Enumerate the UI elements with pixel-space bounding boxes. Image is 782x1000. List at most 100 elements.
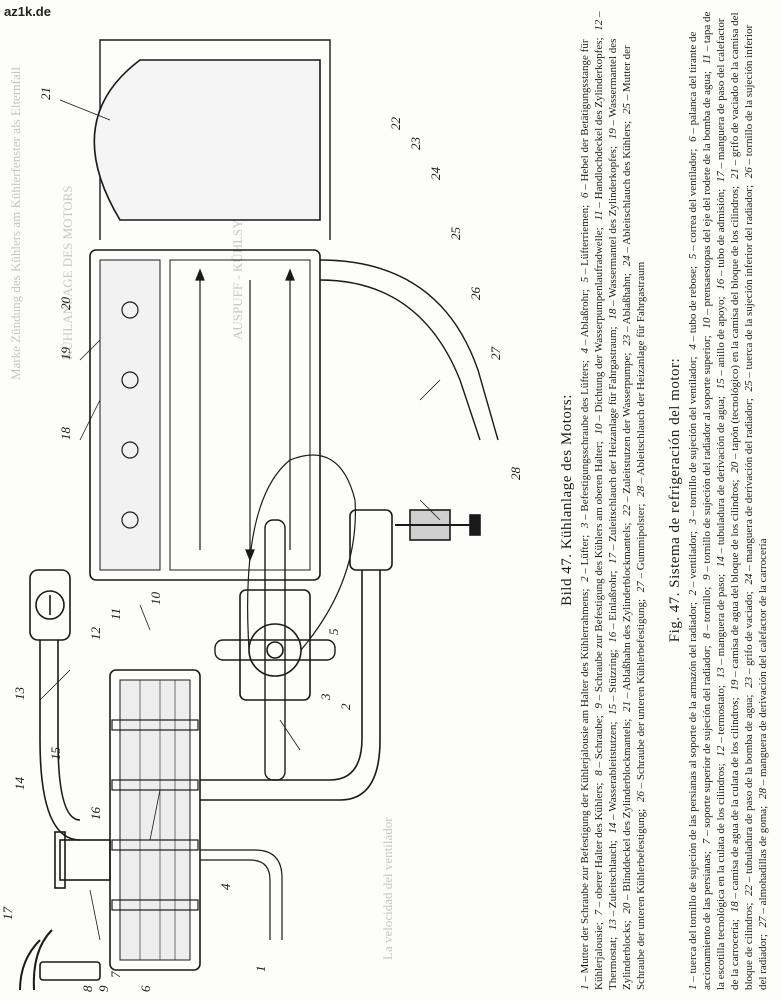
legend-entry-number: 17	[607, 552, 619, 564]
legend-entry-text: – Ablaßhahn;	[621, 273, 633, 333]
callout-label: 5	[326, 628, 341, 635]
legend-entry: 24 – manguera de derivación del radiador…	[743, 398, 755, 584]
legend-entry-text: – Zuleitschlauch;	[607, 840, 619, 917]
legend-entry-text: – Schraube zur Befestigung des Kühlers a…	[593, 441, 605, 701]
upper-hose	[29, 569, 81, 841]
legend-entry-text: – tornillo;	[701, 586, 713, 631]
legend-german: Bild 47. Kühlanlage des Motors: 1 – Mutt…	[559, 10, 648, 990]
lower-hose-and-mount	[200, 509, 481, 801]
legend-entry-text: – manguera de derivación del radiador;	[743, 398, 755, 571]
legend-entry-number: 7	[701, 838, 713, 845]
legend-entry-text: – Blinddeckel des Zylinderblockmantels;	[621, 718, 633, 900]
flow-arrows	[195, 268, 295, 562]
legend-entry: 4 – Ablaßrohr;	[579, 289, 591, 353]
callout-label: 25	[448, 227, 463, 241]
legend-entry-text: – tubo de admisión;	[715, 188, 727, 276]
legend-entry-text: – correa del ventilador;	[687, 148, 699, 251]
legend-entry-number: 7	[593, 909, 605, 916]
legend-title: Fig. 47. Sistema de refrigeración del mo…	[667, 357, 683, 643]
legend-entry-text: – Zuleitschlauch der Heizanlage für Fahr…	[607, 326, 619, 551]
legend-entry: 23 – grifo de vaciado;	[743, 591, 755, 688]
legend-items: 1 – Mutter der Schraube zur Befestigung …	[578, 10, 648, 990]
legend-entry-text: – Ableitschlauch der Heizanlage für Fahr…	[635, 261, 647, 484]
legend-entry-text: – grifo de vaciado;	[743, 591, 755, 675]
legend-entry: 4 – tubo de rebose;	[687, 266, 699, 350]
legend-entry-number: 14	[607, 822, 619, 834]
legend-entry-text: – Ablaßrohr;	[579, 289, 591, 346]
legend-entry: 14 – tubuladura de derivación de agua;	[715, 396, 727, 567]
legend-entry: 18 – camisa de agua de la culata de los …	[729, 697, 741, 912]
callout-numbers: 1 2 3 4 5 6 7 8 9 10 11 12 13 14 15 16 1…	[0, 87, 523, 992]
callout-label: 3	[318, 693, 333, 701]
callout-label: 17	[0, 907, 15, 921]
legend-entry-text: – camisa de agua de la culata de los cil…	[729, 697, 741, 899]
callout-label: 11	[108, 608, 123, 620]
legend-entry: 1 – Mutter der Schraube zur Befestigung …	[579, 589, 591, 990]
legend-entry: 28 – manguera de derivación del calefact…	[757, 539, 769, 800]
legend-entry-number: 12	[593, 19, 605, 31]
legend-entry: 5 – Lüfterriemen;	[579, 205, 591, 283]
callout-label: 21	[38, 87, 53, 100]
legend-entry-number: 26	[635, 791, 647, 803]
legend-entry-number: 4	[687, 344, 699, 350]
legend-entry-text: – Wassermantel des Zylinderkopfes;	[607, 145, 619, 306]
legend-entry-number: 1	[579, 984, 591, 991]
legend-entry-number: 6	[687, 136, 699, 142]
legend-entry-number: 26	[743, 167, 755, 179]
legend-entry-number: 10	[593, 423, 605, 435]
legend-entry-number: 2	[579, 576, 591, 582]
legend-entry-number: 25	[621, 103, 633, 115]
legend-entry-text: – tapón (tecnológico) en la camisa del b…	[729, 185, 741, 460]
legend-entry: 21 – Ablaßhahn des Zylinderblockmantels;	[621, 523, 633, 712]
legend-entry-text: – manguera de derivación del calefactor …	[757, 538, 769, 786]
legend-entry-text: – Ablaßhahn des Zylinderblockmantels;	[621, 522, 633, 699]
legend-entry: 16 – Einlaßrohr;	[607, 571, 619, 643]
legend-title: Bild 47. Kühlanlage des Motors:	[559, 394, 575, 606]
legend-entry-text: – Einlaßrohr;	[607, 570, 619, 629]
callout-label: 8	[80, 985, 95, 992]
callout-label: 20	[58, 297, 73, 311]
legend-entry-text: – Zuleitstutzen der Wasserpumpe;	[621, 352, 633, 503]
callout-label: 27	[488, 347, 503, 361]
cooling-system-diagram: 1 2 3 4 5 6 7 8 9 10 11 12 13 14 15 16 1…	[0, 39, 523, 992]
legend-entry: 12 – termostato;	[715, 685, 727, 757]
radiator-assembly	[39, 669, 201, 981]
legend-entry-text: – termostato;	[715, 685, 727, 743]
legend-entry-number: 3	[579, 522, 591, 529]
legend-entry: 19 – camisa de agua del bloque de los ci…	[729, 480, 741, 691]
legend-entry-number: 22	[743, 884, 755, 896]
engine-block	[89, 39, 331, 581]
legend-entry-text: – manguera de paso;	[715, 573, 727, 665]
legend-entry: 27 – almohadillas de goma;	[757, 806, 769, 928]
legend-entry: 24 – Ableitschlauch des Kühlers;	[621, 121, 633, 266]
site-watermark: az1k.de	[4, 4, 51, 19]
legend-entry: 1 – tuerca del tornillo de sujeción de l…	[687, 602, 699, 990]
legend-entry: 22 – Zuleitstutzen der Wasserpumpe;	[621, 353, 633, 516]
legend-entry: 14 – Wasserableitstutzen;	[607, 722, 619, 834]
legend-entry-number: 5	[579, 276, 591, 283]
callout-label: 1	[253, 966, 268, 973]
callout-label: 6	[138, 985, 153, 992]
legend-entry-text: – Schraube der unteren Kühlerbefestigung…	[635, 598, 647, 789]
legend-entry: 8 – tornillo;	[701, 587, 713, 639]
callout-label: 18	[58, 427, 73, 441]
legend-entry-text: – tubuladura de derivación de agua;	[715, 396, 727, 554]
legend-entry-text: – Wasserableitstutzen;	[607, 721, 619, 820]
callout-label: 9	[96, 985, 111, 992]
legend-entry: 23 – Ablaßhahn;	[621, 273, 633, 346]
legend-entry: 22 – tubuladura de paso de la bomba de a…	[743, 695, 755, 896]
legend-entry: 16 – tubo de admisión;	[715, 189, 727, 290]
legend-entry-text: – anillo de apoyo;	[715, 296, 727, 376]
overflow-tube	[200, 849, 283, 940]
callout-label: 7	[108, 971, 123, 978]
legend-entry-number: 20	[729, 461, 741, 473]
legend-entry: 10 – prensaestopas del eje del rodete de…	[701, 71, 713, 329]
legend-entry-number: 25	[743, 380, 755, 392]
heater-hoses	[19, 259, 499, 991]
legend-entry-number: 8	[593, 770, 605, 776]
legend-entry: 28 – Ableitschlauch der Heizanlage für F…	[635, 262, 647, 497]
legend-entry-text: – tubuladura de paso de la bomba de agua…	[743, 694, 755, 883]
callout-label: 19	[58, 347, 73, 361]
legend-entry-number: 13	[715, 667, 727, 679]
